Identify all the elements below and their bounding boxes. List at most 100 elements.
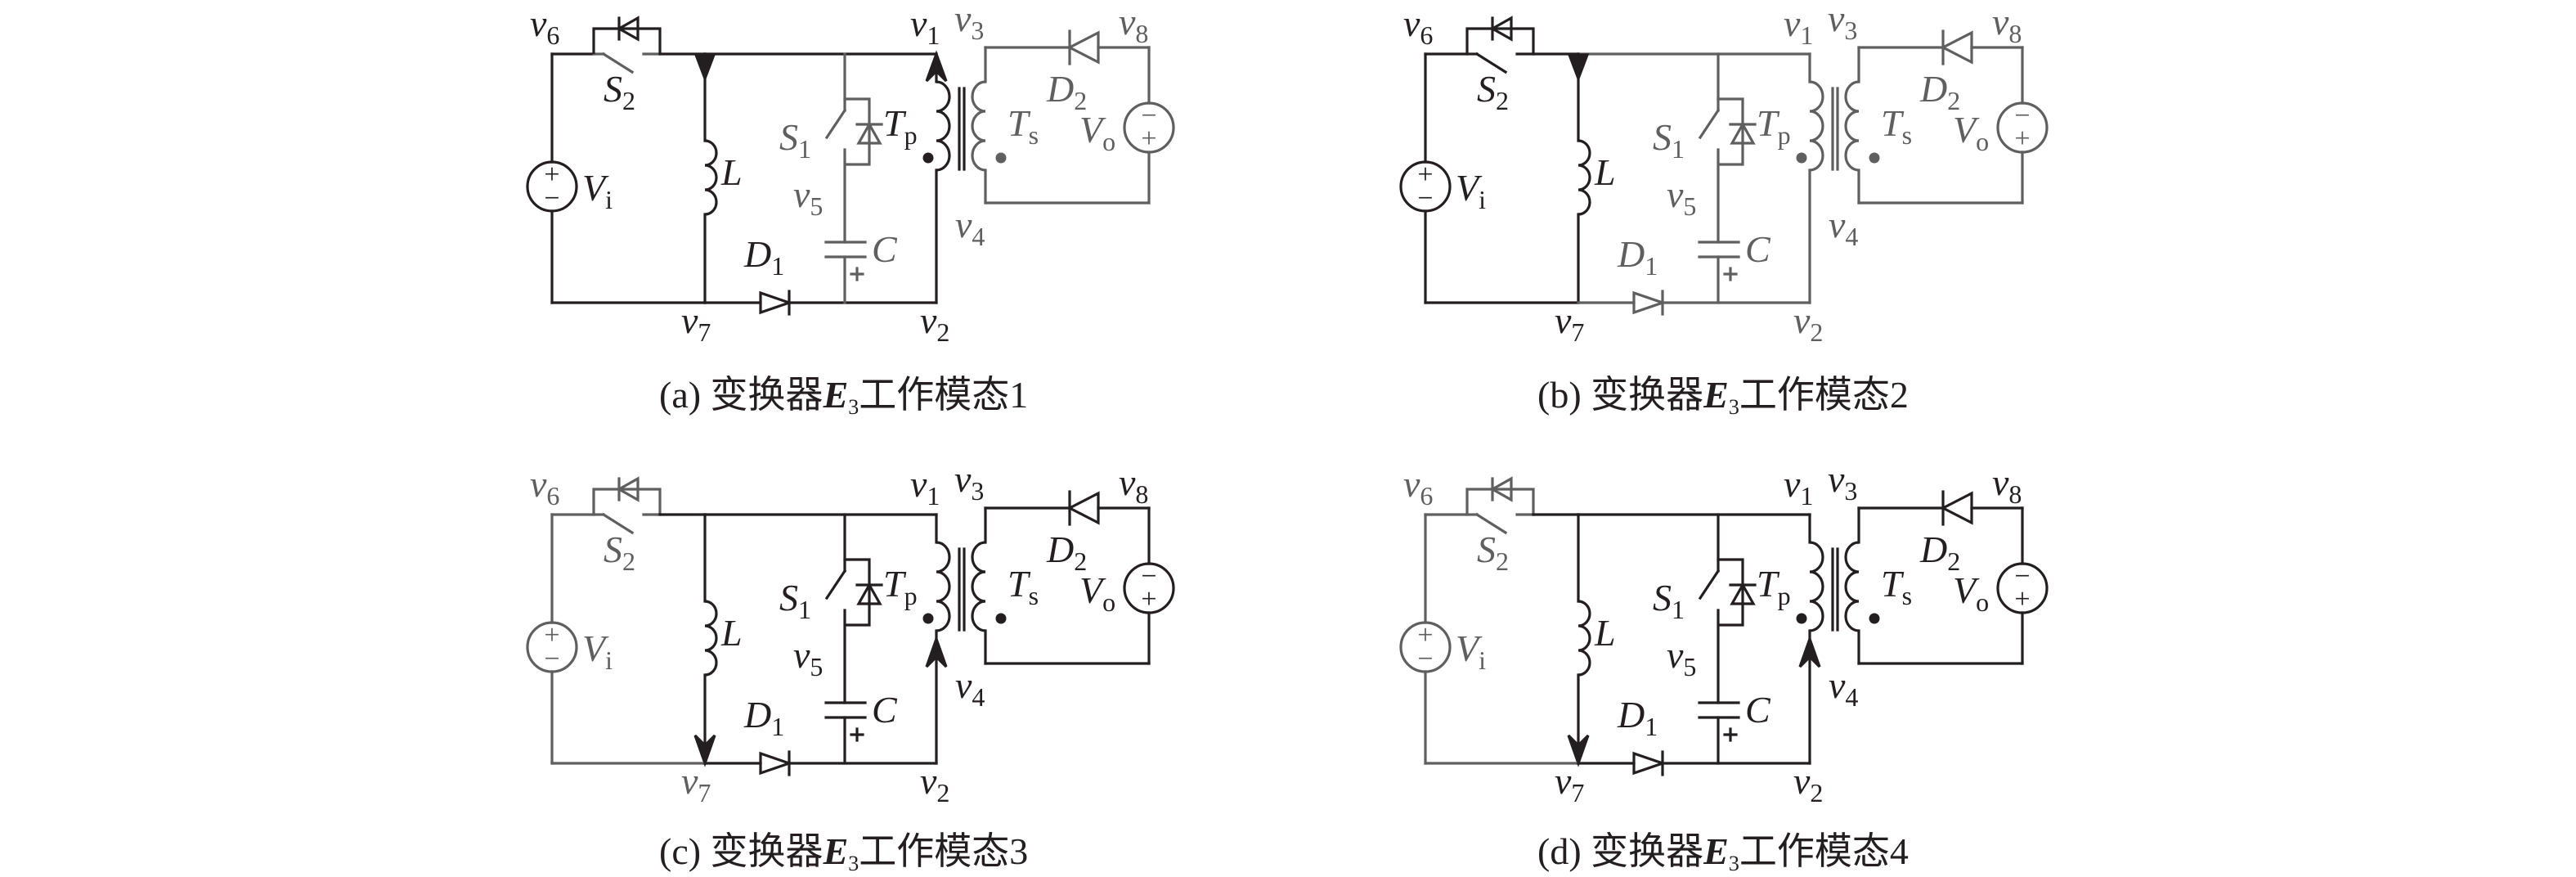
ts-coil	[971, 80, 986, 172]
node-label-v2-base: v	[1793, 760, 1811, 802]
d2-diode-icon	[1066, 491, 1100, 525]
current-arrow-icon	[1567, 734, 1590, 767]
caption-mode-3: (c) 变换器E3工作模态3	[659, 821, 1028, 876]
s1-diode-icon	[856, 582, 882, 605]
label-s1-base: S	[1653, 577, 1672, 618]
s2-diode-icon	[616, 16, 640, 42]
label-vi: Vi	[1456, 167, 1486, 214]
node-label-v4-subscript: 4	[1845, 222, 1858, 251]
node-label-v8: v8	[1992, 461, 2022, 509]
label-inductor: L	[720, 612, 743, 654]
caption-suffix: 工作模态4	[1739, 830, 1909, 872]
label-vo-subscript: o	[1976, 587, 1989, 617]
s2-switch-blade	[1474, 52, 1508, 74]
label-capacitor: C	[872, 228, 898, 270]
label-d2-base: D	[1919, 528, 1947, 570]
caption-mode-4: (d) 变换器E3工作模态4	[1537, 821, 1909, 876]
vi-plus-sign: +	[544, 620, 559, 650]
label-ts-subscript: s	[1902, 581, 1912, 610]
tp-polarity-dot	[922, 613, 934, 624]
node-label-v7-subscript: 7	[1571, 778, 1584, 807]
node-label-v7: v7	[1555, 760, 1584, 807]
node-label-v6-base: v	[1403, 463, 1420, 505]
node-label-v3-subscript: 3	[971, 476, 984, 506]
ts-coil	[1844, 80, 1860, 172]
node-label-v5-base: v	[1667, 173, 1684, 215]
label-inductor-base: L	[720, 151, 743, 193]
node-label-v6-base: v	[530, 463, 547, 505]
node-label-v5: v5	[1667, 173, 1696, 221]
node-label-v3-base: v	[1828, 0, 1845, 39]
node-label-v4: v4	[1829, 664, 1858, 712]
s2-diode-icon	[616, 476, 640, 502]
label-d1-subscript: 1	[771, 712, 784, 741]
s2-diode-bracket	[1465, 27, 1535, 54]
node-label-v4: v4	[1829, 204, 1858, 251]
label-tp: Tp	[1757, 102, 1791, 150]
node-label-v2: v2	[920, 299, 949, 347]
label-s2: S2	[1477, 528, 1509, 576]
label-s2: S2	[604, 528, 635, 576]
vo-minus-sign: −	[2014, 101, 2030, 131]
node-label-v1-base: v	[1784, 2, 1801, 44]
label-s1: S1	[1653, 577, 1685, 624]
node-label-v5-base: v	[1667, 634, 1684, 676]
ts-polarity-dot	[1869, 613, 1880, 624]
caption-symbol: E	[1703, 830, 1729, 872]
label-ts: Ts	[1008, 102, 1039, 150]
label-ts: Ts	[1881, 102, 1912, 150]
label-s1-subscript: 1	[798, 595, 811, 624]
vi-source-symbol	[526, 160, 578, 213]
label-s1-base: S	[779, 577, 798, 618]
label-vi: Vi	[582, 167, 613, 214]
node-label-v2: v2	[1793, 299, 1823, 347]
label-vo-subscript: o	[1102, 127, 1115, 156]
node-label-v7-base: v	[1555, 760, 1572, 802]
vi-source-symbol	[1399, 160, 1452, 213]
node-label-v8-base: v	[1992, 461, 2009, 503]
caption-subscript: 3	[848, 852, 859, 875]
node-label-v2-base: v	[920, 760, 937, 802]
node-label-v5: v5	[1667, 634, 1696, 681]
node-label-v6-subscript: 6	[1420, 20, 1433, 50]
label-d1-base: D	[1617, 233, 1645, 275]
label-vi-base: V	[582, 167, 609, 209]
label-s1-base: S	[779, 116, 798, 158]
label-d2-base: D	[1046, 528, 1074, 570]
tp-polarity-dot	[1796, 152, 1807, 164]
caption-suffix: 工作模态2	[1739, 374, 1909, 416]
label-vi-base: V	[1456, 167, 1483, 209]
label-tp-subscript: p	[1778, 581, 1791, 610]
node-label-v5: v5	[793, 173, 823, 221]
node-label-v6: v6	[1403, 463, 1433, 510]
vo-plus-sign: +	[1141, 584, 1156, 614]
label-inductor: L	[1594, 612, 1616, 654]
vi-source-symbol	[1399, 621, 1452, 673]
node-label-v5-subscript: 5	[1683, 652, 1696, 681]
caption-prefix: (a) 变换器	[659, 374, 824, 416]
label-d1-base: D	[743, 233, 771, 275]
label-vo-base: V	[1079, 109, 1106, 151]
vo-minus-sign: −	[1141, 561, 1156, 591]
label-inductor-base: L	[1594, 612, 1616, 654]
node-label-v1-subscript: 1	[1800, 481, 1813, 510]
label-ts-subscript: s	[1902, 120, 1912, 150]
node-label-v4-subscript: 4	[1845, 682, 1858, 712]
node-label-v3: v3	[1828, 458, 1857, 506]
label-tp: Tp	[883, 563, 918, 610]
label-s1: S1	[1653, 116, 1685, 164]
label-tp-base: T	[883, 563, 907, 605]
current-arrow-icon	[693, 734, 716, 767]
inductor-coil	[704, 600, 718, 677]
label-vo-subscript: o	[1976, 127, 1989, 156]
d1-diode-icon	[759, 290, 793, 315]
node-label-v2-subscript: 2	[1810, 317, 1823, 347]
label-vo-base: V	[1953, 109, 1980, 151]
label-s2-base: S	[1477, 528, 1496, 570]
label-ts-subscript: s	[1029, 581, 1039, 610]
inductor-coil	[1577, 139, 1591, 216]
node-label-v1: v1	[1784, 463, 1813, 510]
tp-coil	[1809, 80, 1824, 172]
